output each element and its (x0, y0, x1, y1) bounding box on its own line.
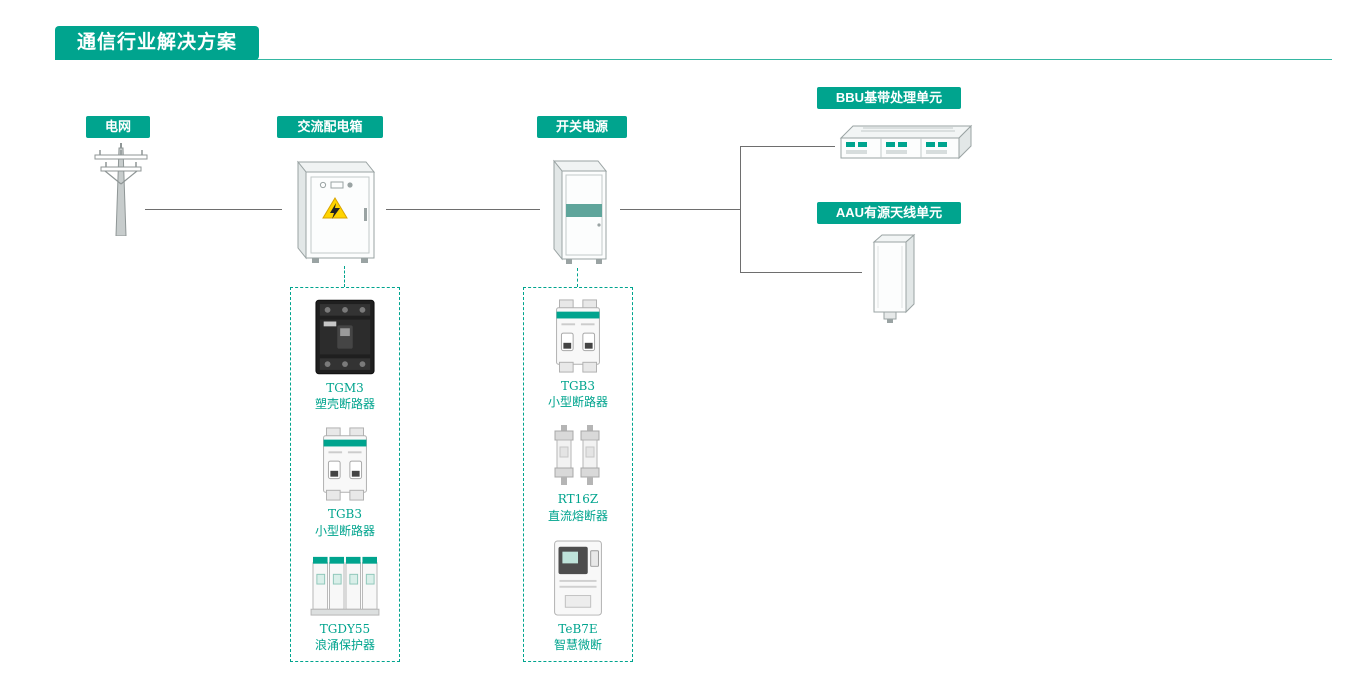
dashed-link-distribution (344, 266, 345, 287)
dashed-link-power (577, 268, 578, 287)
product-caption: TGB3 小型断路器 (548, 378, 608, 410)
line-junction-to-aau (740, 272, 862, 273)
product-caption: TGB3 小型断路器 (315, 506, 375, 538)
product-name: 小型断路器 (547, 395, 608, 410)
tgb3-product-image (320, 426, 370, 502)
product-teb7e: TeB7E 智慧微断 (551, 539, 605, 653)
node-label-aau: AAU有源天线单元 (817, 202, 961, 224)
product-tgm3: TGM3 塑壳断路器 (314, 298, 376, 412)
product-name: 塑壳断路器 (314, 397, 375, 412)
product-model: RT16Z (557, 492, 599, 507)
product-model: TGB3 (560, 379, 596, 393)
node-label-bbu: BBU基带处理单元 (817, 87, 961, 109)
utility-pole-icon (92, 142, 150, 236)
product-caption: RT16Z 直流熔断器 (548, 491, 608, 523)
product-model: TeB7E (558, 621, 598, 636)
product-model: TGM3 (326, 381, 364, 395)
product-tgb3-2: TGB3 小型断路器 (548, 298, 608, 410)
product-tgb3: TGB3 小型断路器 (315, 426, 375, 538)
product-model: TGDY55 (319, 621, 371, 636)
rt16z-product-image (549, 425, 607, 487)
product-rt16z: RT16Z 直流熔断器 (548, 425, 608, 523)
node-label-power: 开关电源 (537, 116, 627, 138)
power-supply-cabinet-icon (540, 157, 620, 271)
line-grid-to-distribution (145, 209, 282, 210)
line-junction-to-bbu (740, 146, 835, 147)
page-title: 通信行业解决方案 (55, 26, 260, 60)
teb7e-product-image (551, 539, 605, 617)
tgm3-product-image (314, 298, 376, 376)
bbu-unit-icon (833, 116, 975, 166)
tgb3-product-image (553, 298, 603, 374)
node-label-distribution: 交流配电箱 (277, 116, 383, 138)
line-power-to-junction (620, 209, 740, 210)
tgdy55-product-image (310, 553, 380, 617)
product-caption: TeB7E 智慧微断 (554, 621, 602, 653)
line-junction-vertical (740, 146, 741, 273)
node-label-grid: 电网 (86, 116, 150, 138)
product-name: 浪涌保护器 (314, 637, 375, 652)
aau-unit-icon (862, 228, 922, 325)
product-name: 直流熔断器 (547, 508, 608, 523)
line-distribution-to-power (386, 209, 540, 210)
product-tgdy55: TGDY55 浪涌保护器 (310, 553, 380, 653)
product-name: 智慧微断 (553, 637, 602, 652)
title-underline (55, 59, 1332, 60)
distribution-cabinet-icon (278, 158, 386, 270)
product-caption: TGM3 塑壳断路器 (315, 380, 375, 412)
product-name: 小型断路器 (314, 523, 375, 538)
product-group-power: TGB3 小型断路器 RT16Z 直流熔断器 (523, 287, 633, 662)
product-caption: TGDY55 浪涌保护器 (315, 621, 375, 653)
product-group-distribution: TGM3 塑壳断路器 TGB3 小型断路器 (290, 287, 400, 662)
product-model: TGB3 (327, 507, 363, 522)
